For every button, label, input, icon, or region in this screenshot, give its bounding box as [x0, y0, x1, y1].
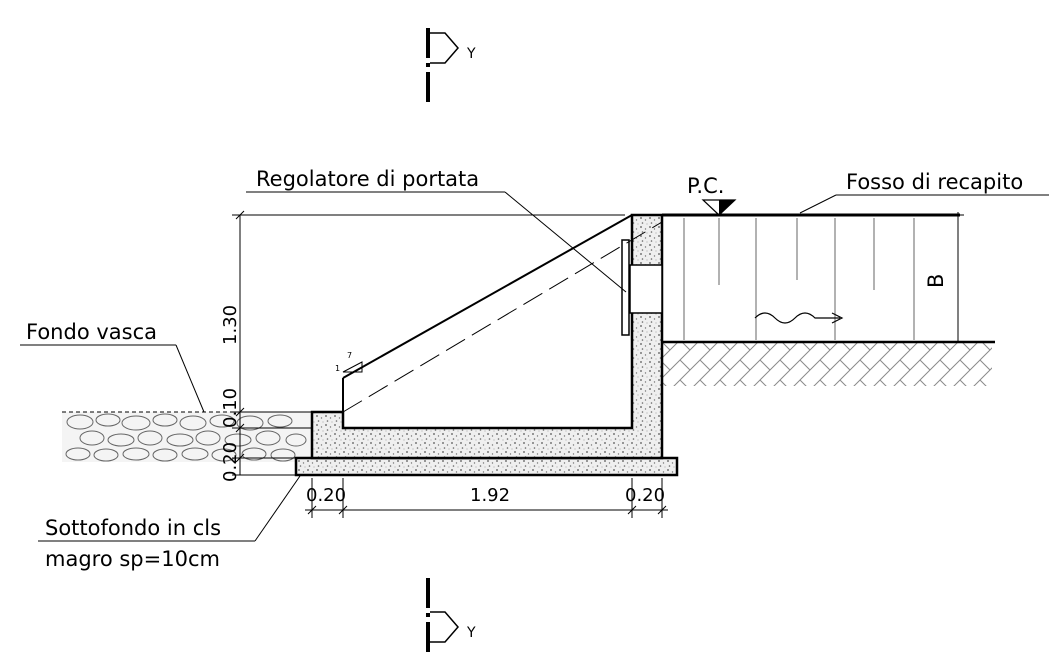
- dim-width: 1.92: [470, 485, 510, 506]
- horizontal-dimension-chain: [305, 478, 668, 518]
- channel-depth-dimension: B: [924, 212, 964, 342]
- gravel-bed: [62, 411, 312, 462]
- label-regolatore-group: Regolatore di portata: [246, 167, 627, 293]
- flow-arrow: [754, 312, 840, 324]
- tank-concrete-section: [310, 213, 664, 460]
- dim-height: 1.30: [220, 305, 241, 345]
- section-letter-bottom: Y: [466, 625, 476, 641]
- label-fondo: Fondo vasca: [26, 320, 157, 344]
- section-letter-top: Y: [466, 46, 476, 62]
- sub-base-slab: [294, 456, 679, 477]
- slope-ratio-1: 1: [335, 364, 340, 373]
- embankment-slope: [342, 214, 663, 413]
- label-sottofondo-1: Sottofondo in cls: [45, 516, 221, 540]
- label-pc: P.C.: [687, 174, 724, 198]
- channel: [662, 213, 995, 344]
- section-mark-top: Y: [426, 28, 476, 103]
- ground-level-marker: P.C.: [687, 174, 737, 216]
- dim-wall-left: 0.20: [306, 485, 346, 506]
- label-regolatore: Regolatore di portata: [256, 167, 479, 191]
- label-b: B: [924, 274, 948, 288]
- label-fosso: Fosso di recapito: [846, 170, 1023, 194]
- slope-indicator: 1 7: [335, 351, 363, 373]
- flow-regulator: [621, 239, 663, 336]
- vertical-dimension-chain: [232, 210, 625, 476]
- dim-floor-bottom: 0.20: [220, 442, 241, 482]
- label-sottofondo-group: Sottofondo in cls magro sp=10cm: [38, 475, 301, 571]
- dim-floor-top: 0.10: [220, 388, 241, 428]
- soil-hatch: [662, 342, 992, 386]
- label-sottofondo-2: magro sp=10cm: [45, 547, 220, 571]
- slope-ratio-7: 7: [347, 351, 352, 360]
- section-mark-bottom: Y: [426, 578, 476, 653]
- dim-wall-right: 0.20: [625, 485, 665, 506]
- label-fondo-group: Fondo vasca: [20, 320, 205, 413]
- label-fosso-group: Fosso di recapito: [799, 170, 1049, 214]
